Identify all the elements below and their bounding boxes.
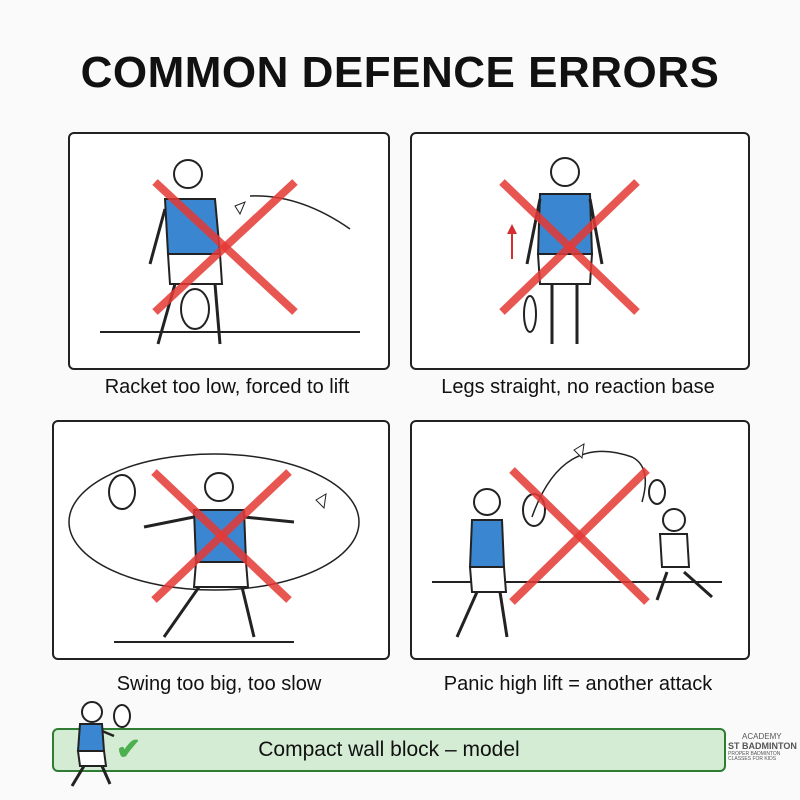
caption-panic-high-lift: Panic high lift = another attack [443,673,713,695]
red-cross-icon [499,179,640,315]
panel-legs-straight [410,132,750,370]
logo-line1: ACADEMY [742,732,782,741]
players-illustration [432,443,722,638]
caption-swing-too-big: Swing too big, too slow [116,673,322,695]
logo-line2: ST BADMINTON [728,741,797,752]
academy-logo: ACADEMY ST BADMINTON PROPER BADMINTON CL… [728,732,798,763]
logo-line3: PROPER BADMINTON CLASSES FOR KIDS [728,750,781,763]
panel-racket-too-low [68,132,390,370]
model-bar-label: Compact wall block – model [258,738,520,761]
red-cross-icon [152,179,298,315]
caption-racket-too-low: Racket too low, forced to lift [104,376,350,398]
page-title: COMMON DEFENCE ERRORS [80,48,720,97]
panel-swing-too-big [52,420,390,660]
red-cross-icon [509,467,650,605]
model-bar: Compact wall block – model [52,728,726,772]
red-cross-icon [151,469,292,603]
check-icon: ✔ [116,733,142,766]
caption-legs-straight: Legs straight, no reaction base [441,376,715,398]
player-illustration [100,159,360,345]
panel-panic-high-lift [410,420,750,660]
model-player-illustration [70,701,131,787]
